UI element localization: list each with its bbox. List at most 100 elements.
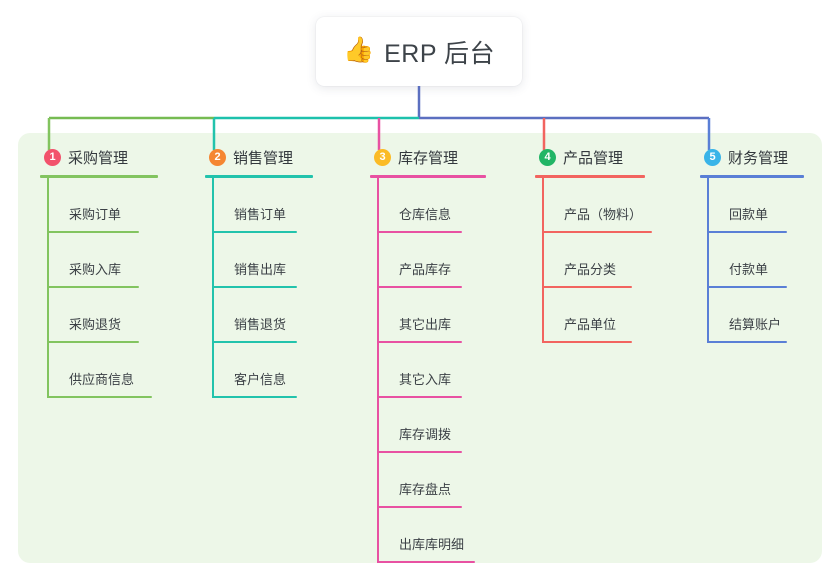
leaf-node-label: 销售退货	[234, 317, 287, 332]
leaf-node[interactable]: 供应商信息	[47, 343, 158, 398]
leaf-node-underline	[377, 286, 462, 288]
leaf-node-underline	[47, 286, 139, 288]
leaf-node[interactable]: 销售出库	[212, 233, 313, 288]
branch-column-4: 4 产品管理产品（物料） 产品分类产品单位	[535, 145, 652, 343]
leaf-node[interactable]: 采购退货	[47, 288, 158, 343]
leaf-node-label: 产品（物料）	[564, 207, 643, 222]
leaf-node[interactable]: 产品分类	[542, 233, 645, 288]
leaf-node-label: 采购入库	[69, 262, 122, 277]
leaf-node-label: 出库库明细	[399, 537, 465, 552]
leaf-node[interactable]: 采购入库	[47, 233, 158, 288]
leaf-node-underline	[377, 396, 462, 398]
leaf-node-underline	[542, 341, 632, 343]
leaf-node-label: 库存盘点	[399, 482, 452, 497]
leaf-node[interactable]: 结算账户	[707, 288, 804, 343]
leaf-node-underline	[707, 341, 787, 343]
branch-header-1[interactable]: 1 采购管理	[40, 145, 158, 169]
leaf-node-underline	[212, 341, 297, 343]
leaf-node[interactable]: 回款单	[707, 178, 804, 233]
leaf-node-label: 产品分类	[564, 262, 617, 277]
branch-column-3: 3 库存管理仓库信息产品库存其它出库其它入库库存调拨库存盘点出库库明细	[370, 145, 486, 563]
branch-item-list: 产品（物料） 产品分类产品单位	[542, 178, 652, 343]
leaf-node-underline	[707, 286, 787, 288]
leaf-node-label: 采购订单	[69, 207, 122, 222]
leaf-node[interactable]: 销售退货	[212, 288, 313, 343]
branch-spine	[542, 178, 544, 343]
branch-header-5[interactable]: 5 财务管理	[700, 145, 804, 169]
leaf-node[interactable]: 产品（物料）	[542, 178, 652, 233]
leaf-node-underline	[377, 451, 462, 453]
leaf-node-underline	[377, 561, 475, 563]
leaf-node-label: 仓库信息	[399, 207, 452, 222]
branch-index-badge: 2	[209, 148, 226, 166]
branch-item-list: 采购订单采购入库采购退货供应商信息	[47, 178, 158, 398]
branch-underline	[370, 175, 486, 178]
leaf-node-label: 结算账户	[729, 317, 782, 332]
branch-item-list: 仓库信息产品库存其它出库其它入库库存调拨库存盘点出库库明细	[377, 178, 486, 563]
leaf-node[interactable]: 其它出库	[377, 288, 486, 343]
leaf-node-label: 付款单	[729, 262, 769, 277]
leaf-node-label: 产品单位	[564, 317, 617, 332]
leaf-node-underline	[212, 286, 297, 288]
leaf-node-underline	[47, 231, 139, 233]
leaf-node-label: 销售订单	[234, 207, 287, 222]
leaf-node-underline	[542, 231, 652, 233]
branch-spine	[47, 178, 49, 398]
branch-index-badge: 1	[44, 148, 61, 166]
leaf-node-underline	[542, 286, 632, 288]
leaf-node[interactable]: 库存盘点	[377, 453, 486, 508]
leaf-node-underline	[707, 231, 787, 233]
branch-column-1: 1 采购管理采购订单采购入库采购退货供应商信息	[40, 145, 158, 398]
diagram-panel	[18, 133, 822, 563]
leaf-node[interactable]: 仓库信息	[377, 178, 486, 233]
branch-item-list: 回款单付款单结算账户	[707, 178, 804, 343]
branch-underline	[40, 175, 158, 178]
leaf-node-label: 回款单	[729, 207, 769, 222]
leaf-node-underline	[377, 341, 462, 343]
leaf-node[interactable]: 付款单	[707, 233, 804, 288]
leaf-node[interactable]: 产品库存	[377, 233, 486, 288]
leaf-node-underline	[377, 231, 462, 233]
branch-index-badge: 4	[539, 148, 556, 166]
branch-underline	[535, 175, 645, 178]
branch-underline	[205, 175, 313, 178]
branch-title: 采购管理	[68, 149, 129, 167]
leaf-node-label: 库存调拨	[399, 427, 452, 442]
branch-column-5: 5 财务管理回款单付款单结算账户	[700, 145, 804, 343]
branch-spine	[707, 178, 709, 343]
thumbs-up-icon: 👍	[342, 36, 375, 64]
leaf-node-label: 供应商信息	[69, 372, 135, 387]
branch-header-4[interactable]: 4 产品管理	[535, 145, 645, 169]
leaf-node[interactable]: 客户信息	[212, 343, 313, 398]
leaf-node-underline	[47, 396, 152, 398]
leaf-node[interactable]: 出库库明细	[377, 508, 486, 563]
root-node-title: ERP 后台	[384, 39, 496, 68]
leaf-node-label: 客户信息	[234, 372, 287, 387]
leaf-node-underline	[47, 341, 139, 343]
leaf-node-label: 采购退货	[69, 317, 122, 332]
leaf-node-underline	[212, 396, 297, 398]
root-node-card[interactable]: 👍 ERP 后台	[316, 17, 522, 86]
branch-index-badge: 3	[374, 148, 391, 166]
leaf-node-label: 其它入库	[399, 372, 452, 387]
branch-title: 库存管理	[398, 149, 459, 167]
leaf-node-label: 销售出库	[234, 262, 287, 277]
leaf-node[interactable]: 库存调拨	[377, 398, 486, 453]
branch-title: 财务管理	[728, 149, 789, 167]
branch-title: 产品管理	[563, 149, 624, 167]
branch-spine	[377, 178, 379, 563]
branch-underline	[700, 175, 804, 178]
leaf-node-label: 产品库存	[399, 262, 452, 277]
branch-item-list: 销售订单销售出库销售退货客户信息	[212, 178, 313, 398]
leaf-node[interactable]: 其它入库	[377, 343, 486, 398]
leaf-node[interactable]: 销售订单	[212, 178, 313, 233]
leaf-node[interactable]: 采购订单	[47, 178, 158, 233]
branch-header-3[interactable]: 3 库存管理	[370, 145, 486, 169]
leaf-node-label: 其它出库	[399, 317, 452, 332]
branch-index-badge: 5	[704, 148, 721, 166]
leaf-node-underline	[212, 231, 297, 233]
leaf-node[interactable]: 产品单位	[542, 288, 645, 343]
